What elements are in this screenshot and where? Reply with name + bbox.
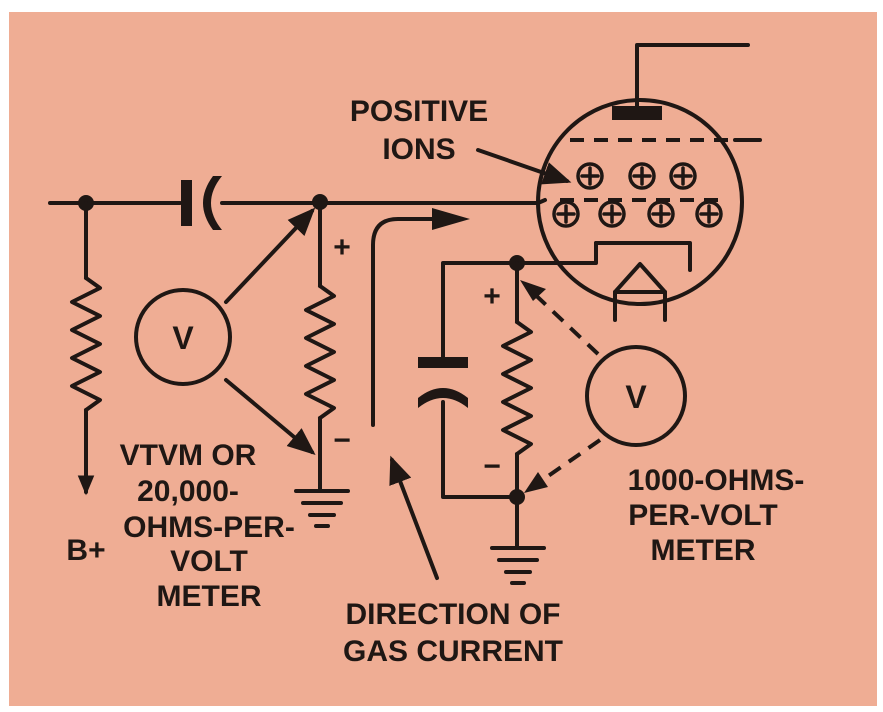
gas-current-arrow [371, 208, 470, 427]
positive-ion-1 [576, 162, 604, 190]
plate-load-resistor [70, 201, 102, 496]
vtvm-meter [134, 207, 316, 455]
right-meter-label-line-3: METER [651, 534, 756, 567]
positive-ions-label: POSITIVE IONS [350, 95, 488, 166]
cathode-bypass-capacitor [418, 261, 519, 499]
gas-current-label-line-1: DIRECTION OF [346, 598, 561, 631]
cathode-resistor-minus: − [483, 450, 501, 483]
right-meter-label-line-1: 1000-OHMS- [628, 464, 805, 497]
gas-current-label-line-2: GAS CURRENT [343, 635, 563, 668]
coupling-capacitor [181, 176, 222, 230]
positive-ion-4 [552, 200, 580, 228]
b-plus-label: B+ [66, 534, 105, 567]
positive-ions-label-line-1: POSITIVE [350, 95, 488, 128]
ground-symbol-left [294, 489, 350, 528]
vtvm-label-line-1: VTVM OR [120, 439, 257, 472]
grid-resistor-plus: + [333, 231, 351, 264]
gas-current-label-arrow [389, 455, 439, 580]
vtvm-label-line-4: VOLT [170, 545, 248, 578]
cathode-resistor [501, 261, 533, 549]
grid-line [48, 198, 547, 205]
positive-ions-label-line-2: IONS [382, 133, 455, 166]
positive-ions-pointer [476, 148, 572, 185]
vacuum-tube [515, 43, 762, 322]
right-meter-symbol: V [625, 379, 647, 415]
grid-resistor-minus: − [333, 424, 351, 457]
positive-ion-3 [669, 162, 697, 190]
ground-symbol-right [490, 546, 546, 585]
positive-ion-5 [598, 200, 626, 228]
vtvm-label-line-2: 20,000- [137, 475, 239, 508]
vtvm-label-line-3: OHMS-PER- [123, 511, 295, 544]
right-meter-label-line-2: PER-VOLT [628, 499, 777, 532]
positive-ion-6 [647, 200, 675, 228]
positive-ion-7 [695, 200, 723, 228]
vtvm-meter-symbol: V [172, 320, 194, 356]
positive-ion-symbols [552, 162, 723, 228]
gas-current-label: DIRECTION OF GAS CURRENT [343, 598, 563, 668]
vtvm-label: VTVM OR 20,000- OHMS-PER- VOLT METER [120, 439, 295, 613]
vtvm-label-line-5: METER [157, 580, 262, 613]
cathode-resistor-plus: + [483, 280, 501, 313]
right-meter-label: 1000-OHMS- PER-VOLT METER [628, 464, 805, 567]
ohms-per-volt-meter [520, 280, 687, 493]
grid-resistor [304, 200, 336, 492]
positive-ion-2 [628, 162, 656, 190]
